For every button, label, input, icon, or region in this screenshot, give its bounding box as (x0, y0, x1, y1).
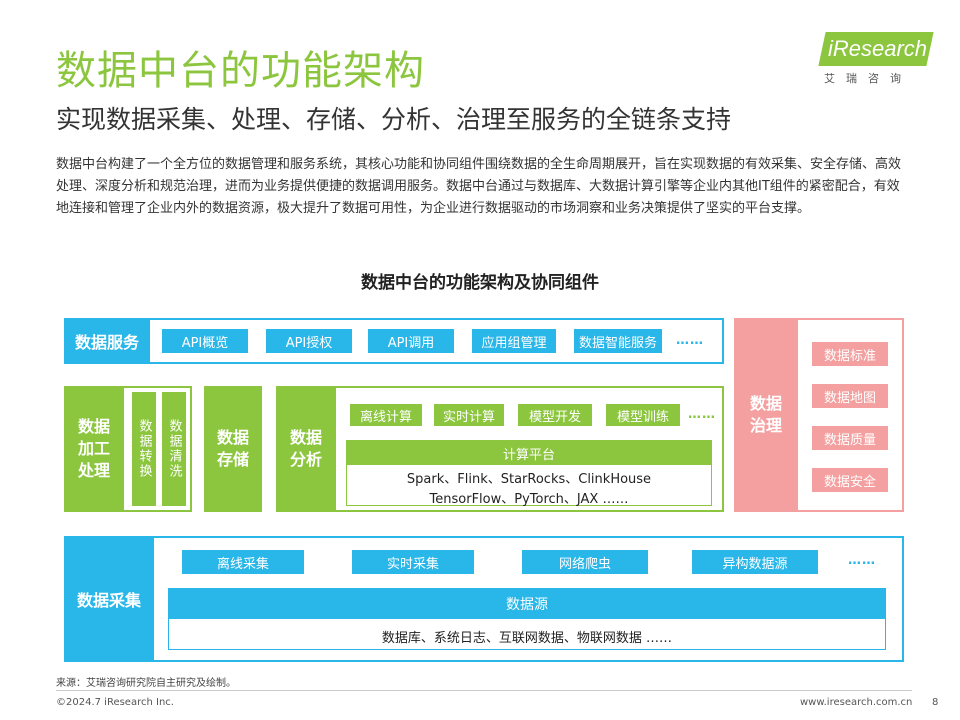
data-source-detail: 数据库、系统日志、互联网数据、物联网数据 …… (381, 631, 673, 646)
governance-item: 数据安全 (812, 468, 888, 492)
governance-item: 数据标准 (812, 342, 888, 366)
service-more: …… (676, 333, 704, 348)
service-item: API调用 (368, 329, 454, 353)
collection-item: 离线采集 (182, 550, 304, 574)
analysis-item: 模型开发 (518, 404, 592, 426)
intro-paragraph: 数据中台构建了一个全方位的数据管理和服务系统，其核心功能和协同组件围绕数据的全生… (56, 157, 902, 216)
source-note: 来源：艾瑞咨询研究院自主研究及绘制。 (56, 678, 236, 689)
page-subtitle: 实现数据采集、处理、存储、分析、治理至服务的全链条支持 (56, 105, 732, 134)
compute-platform-line-1: Spark、Flink、StarRocks、ClinkHouse (406, 472, 652, 487)
processing-sub-clean: 数据清洗 (162, 392, 186, 506)
service-item: API概览 (162, 329, 248, 353)
collection-item: 实时采集 (352, 550, 474, 574)
service-label: 数据服务 (64, 318, 150, 364)
copyright: ©2024.7 iResearch Inc. (56, 697, 174, 708)
collection-label: 数据采集 (64, 536, 154, 662)
compute-platform-label: 计算平台 (347, 441, 711, 465)
analysis-item: 模型训练 (606, 404, 680, 426)
collection-more: …… (848, 553, 876, 568)
footer-divider (56, 690, 912, 691)
logo-text: iResearch (828, 36, 928, 61)
logo-subtext: 艾瑞咨询 (824, 72, 912, 85)
processing-label: 数据加工处理 (64, 386, 124, 512)
page-title: 数据中台的功能架构 (56, 48, 425, 94)
compute-platform-line-2: TensorFlow、PyTorch、JAX …… (429, 492, 629, 507)
analysis-item: 离线计算 (350, 404, 422, 426)
website-link[interactable]: www.iresearch.com.cn (800, 697, 913, 708)
collection-item: 异构数据源 (692, 550, 818, 574)
service-item: 数据智能服务 (574, 329, 662, 353)
processing-sub-clean-text: 数据清洗 (166, 419, 182, 479)
governance-item: 数据质量 (812, 426, 888, 450)
analysis-item: 实时计算 (434, 404, 504, 426)
service-item: API授权 (266, 329, 352, 353)
processing-sub-transform: 数据转换 (132, 392, 156, 506)
page-number: 8 (932, 697, 939, 708)
analysis-label: 数据分析 (276, 386, 336, 512)
iresearch-logo: iResearch 艾瑞咨询 (818, 32, 934, 86)
service-item: 应用组管理 (472, 329, 556, 353)
analysis-more: …… (688, 407, 716, 422)
processing-sub-transform-text: 数据转换 (136, 419, 152, 479)
figure-title: 数据中台的功能架构及协同组件 (361, 273, 599, 293)
data-source-label: 数据源 (169, 589, 885, 619)
storage-label: 数据存储 (204, 386, 262, 512)
governance-label: 数据治理 (734, 318, 798, 512)
governance-item: 数据地图 (812, 384, 888, 408)
collection-item: 网络爬虫 (522, 550, 648, 574)
